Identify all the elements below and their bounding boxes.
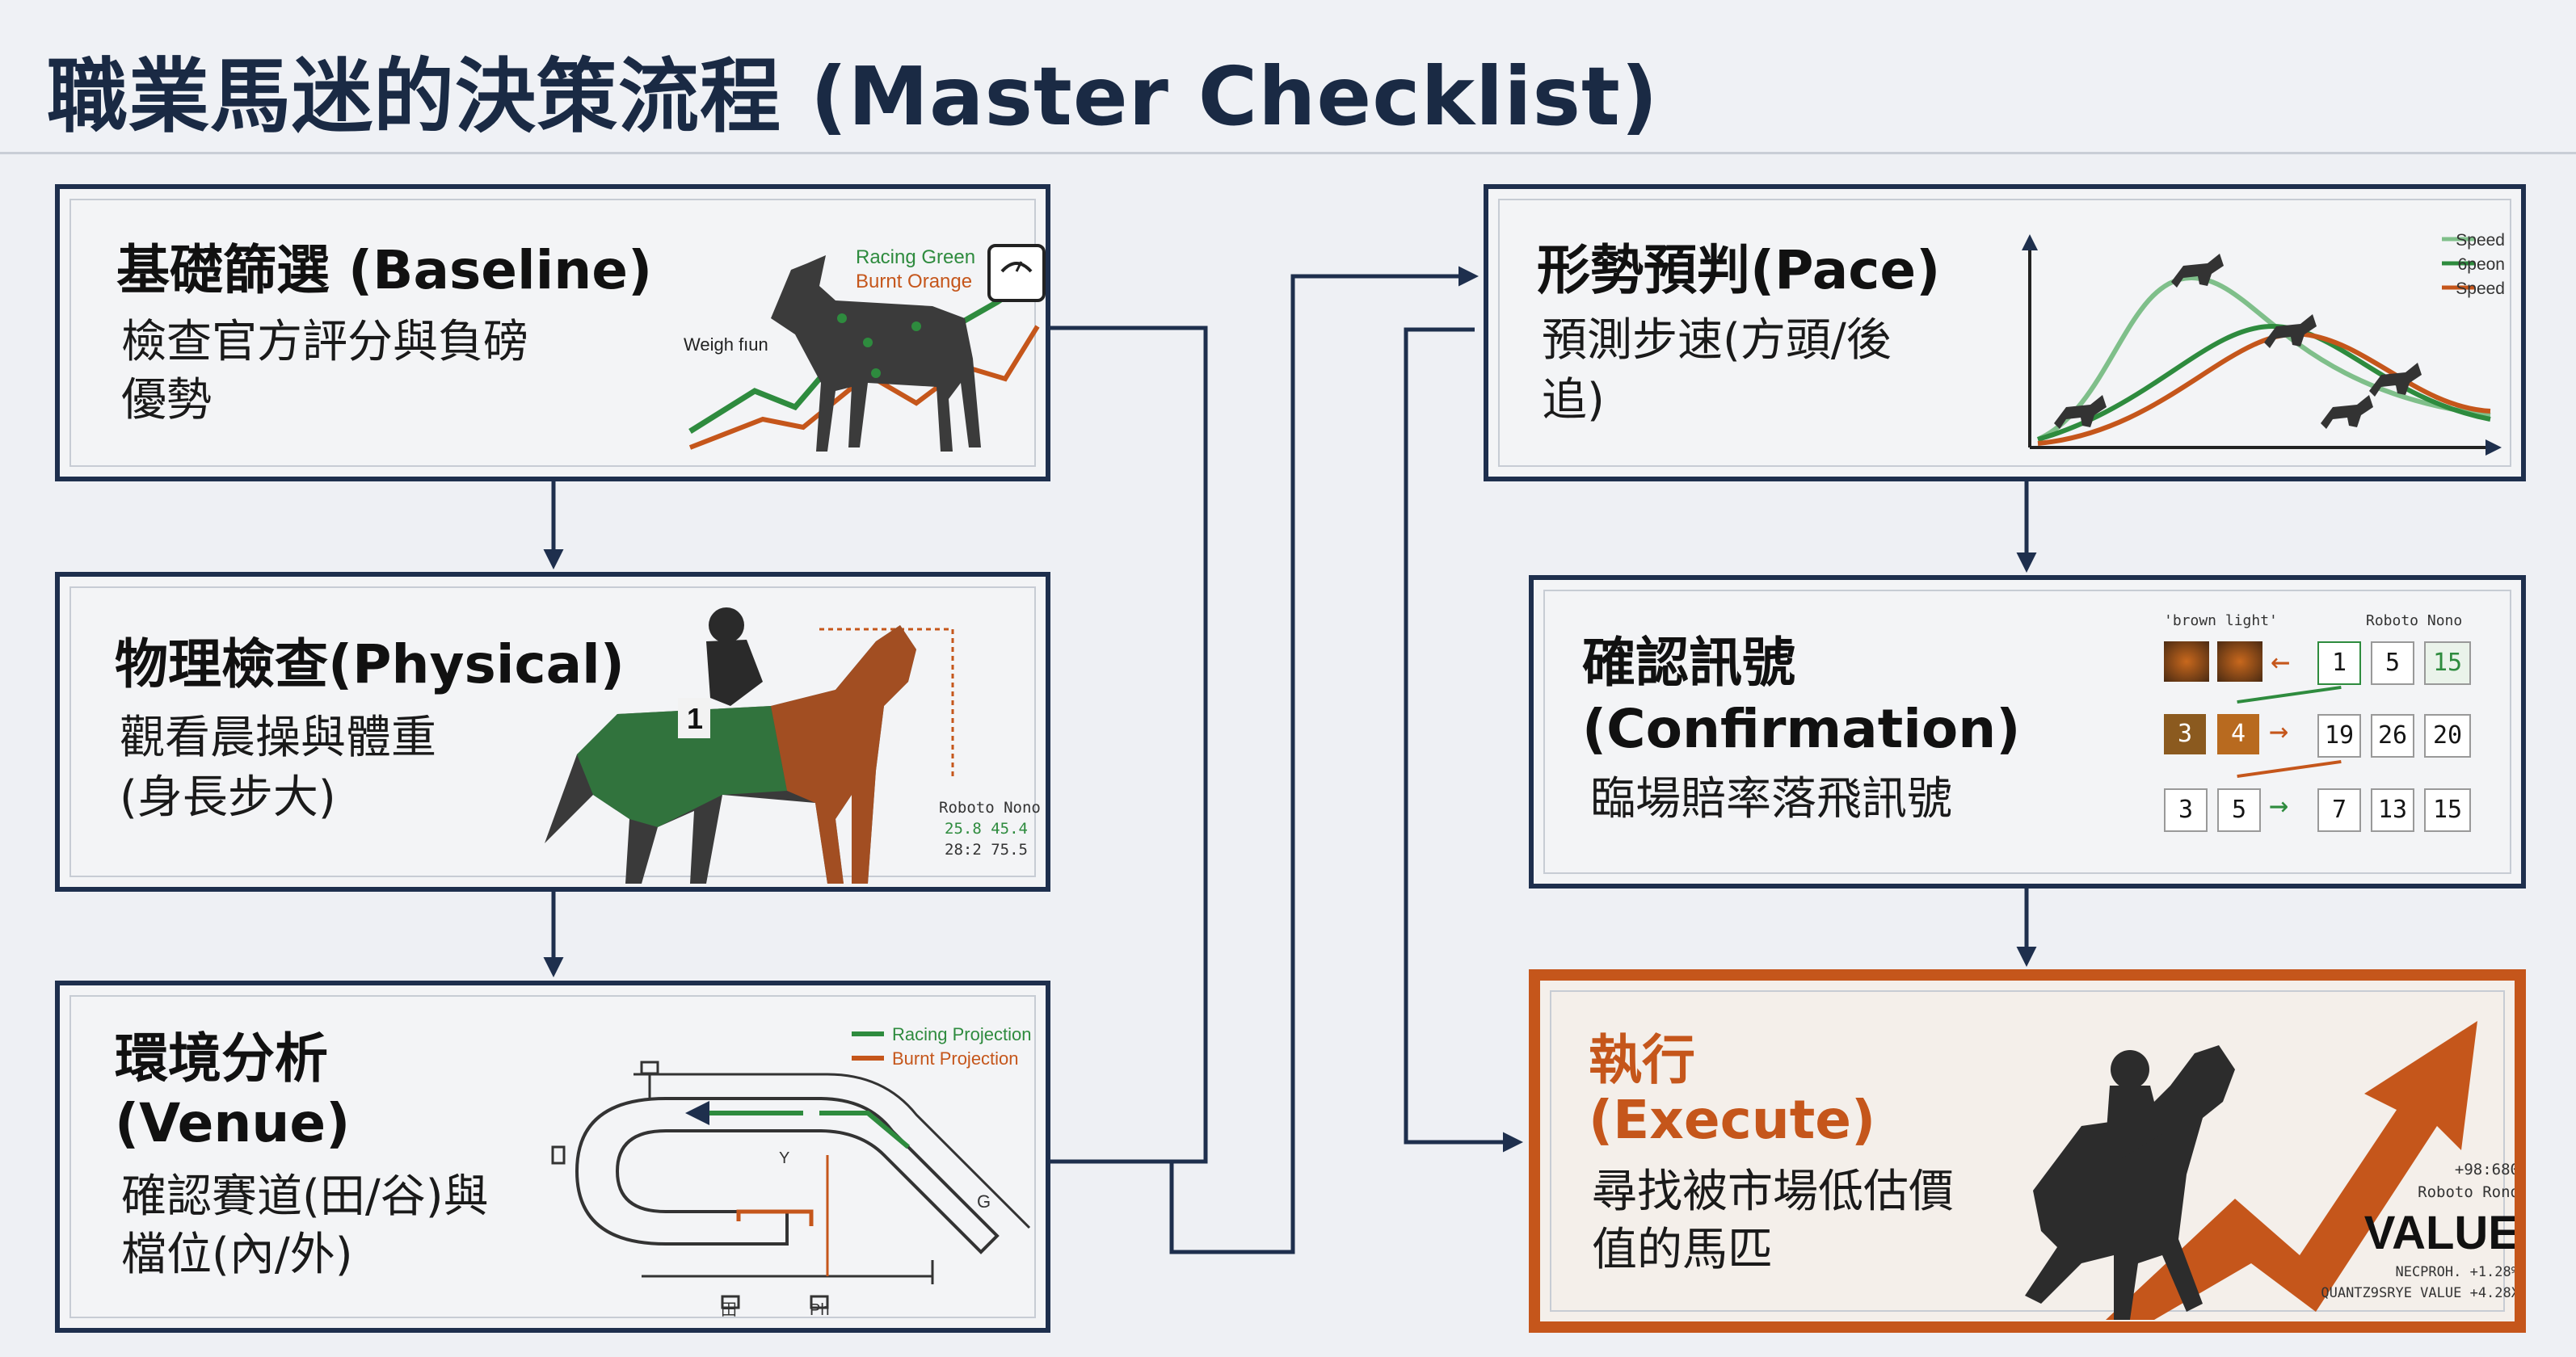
legend-racing-projection: Racing Projection bbox=[892, 1024, 1031, 1044]
card-title-line2: (Venue) bbox=[115, 1092, 351, 1154]
card-title-line1: 執行 bbox=[1589, 1029, 1695, 1091]
label-brown-light: 'brown light' bbox=[2164, 612, 2278, 629]
odds-cell-r2-3: 20 bbox=[2424, 714, 2471, 758]
value-label: VALUE bbox=[2364, 1207, 2519, 1259]
card-title-line1: 確認訊號 bbox=[1582, 632, 1795, 694]
legend-speed-3: Speed bbox=[2456, 279, 2505, 298]
legend-speed-2: 6peon bbox=[2458, 255, 2505, 274]
legend-racing-green: Racing Green bbox=[856, 246, 975, 268]
card-description-line2: 值的馬匹 bbox=[1592, 1224, 1773, 1276]
card-description-line1: 尋找被市場低估價 bbox=[1592, 1166, 1954, 1218]
legend-burnt-orange: Burnt Orange bbox=[856, 271, 972, 292]
racehorse-icons bbox=[2054, 254, 2422, 429]
arrow-right-icon: → bbox=[2269, 787, 2289, 824]
horse-silhouette bbox=[771, 255, 981, 452]
card-title-line2: (Execute) bbox=[1589, 1089, 1876, 1151]
arrow-left-icon: ← bbox=[2271, 643, 2291, 680]
odds-cell-r3-1: 7 bbox=[2317, 788, 2361, 832]
pace-chart-illustration: Speed 6peon Speed bbox=[2022, 231, 2505, 456]
card-title: 物理檢查(Physical) bbox=[115, 633, 625, 695]
jockey-silhouette bbox=[706, 607, 763, 706]
brown-light-1 bbox=[2164, 641, 2209, 682]
label-g: G bbox=[977, 1191, 991, 1212]
odds-signal-illustration: 'brown light' Roboto Nono ← 1 5 15 3 4 →… bbox=[2164, 612, 2519, 879]
connector-venue-to-pace bbox=[1169, 266, 1479, 1254]
stat-value-1: +98:680 bbox=[2455, 1161, 2519, 1178]
stat-line-b: QUANTZ9SRYE VALUE +4.28X bbox=[2321, 1285, 2519, 1301]
card-title-line1: 環境分析 bbox=[115, 1027, 328, 1090]
card-description-line1: 預測步速(方頭/後 bbox=[1542, 314, 1892, 367]
card-confirmation: 確認訊號 (Confirmation) 臨場賠率落飛訊號 'brown ligh… bbox=[1529, 575, 2526, 889]
card-description-line1: 臨場賠率落飛訊號 bbox=[1590, 773, 1952, 826]
mono-label: Roboto Nono bbox=[939, 799, 1041, 817]
execute-illustration: +98:680 Roboto Rono VALUE NECPROH. +1.28… bbox=[2025, 1021, 2519, 1320]
racehorse-silhouette bbox=[2025, 1045, 2235, 1320]
card-description-line2: 優勢 bbox=[121, 374, 212, 426]
weigh-label: Weigh fıun bbox=[684, 334, 768, 355]
card-title: 形勢預判(Pace) bbox=[1537, 239, 1941, 301]
badge-r2-2: 4 bbox=[2217, 714, 2259, 754]
odds-cell-r2-1: 19 bbox=[2317, 714, 2361, 758]
card-pace: 形勢預判(Pace) 預測步速(方頭/後 追) Speed 6peon Spee… bbox=[1484, 184, 2526, 481]
card-title-line2: (Confirmation) bbox=[1582, 698, 2021, 760]
label-y: Y bbox=[779, 1149, 789, 1167]
card-baseline: 基礎篩選 (Baseline) 檢查官方評分與負磅 優勢 Weigh fıun … bbox=[55, 184, 1050, 481]
odds-cell-r1-2: 5 bbox=[2371, 641, 2414, 685]
legend-speed-1: Speed bbox=[2456, 231, 2505, 250]
baseline-illustration: Weigh fıun Racing Green Burnt Orange bbox=[684, 244, 1046, 452]
card-description-line2: 追) bbox=[1542, 374, 1605, 426]
mono-label: Roboto Rono bbox=[2418, 1183, 2519, 1201]
card-venue: 環境分析 (Venue) 確認賽道(田/谷)與 檔位(內/外) Racing P… bbox=[55, 981, 1050, 1333]
track-illustration: Racing Projection Burnt Projection Y G 田… bbox=[551, 1024, 1031, 1317]
cell-r3-a: 3 bbox=[2164, 788, 2208, 832]
stat-line-a: NECPROH. +1.28% bbox=[2395, 1264, 2519, 1280]
odds-cell-r1-3: 15 bbox=[2424, 641, 2471, 685]
card-execute: 執行 (Execute) 尋找被市場低估價 值的馬匹 +98:680 Robot… bbox=[1529, 969, 2526, 1333]
card-title: 基礎篩選 (Baseline) bbox=[116, 239, 653, 301]
card-description-line1: 觀看晨操與體重 bbox=[120, 712, 436, 764]
card-description-line2: (身長步大) bbox=[120, 771, 336, 824]
brown-light-2 bbox=[2217, 641, 2262, 682]
header-bar: 職業馬迷的決策流程 (Master Checklist) bbox=[0, 0, 2576, 154]
odds-cell-r2-2: 26 bbox=[2371, 714, 2414, 758]
stat-row-1: 25.8 45.4 bbox=[945, 820, 1028, 838]
green-link bbox=[2237, 685, 2342, 704]
arrow-right-icon: → bbox=[2269, 712, 2289, 750]
physical-illustration: 1 Roboto Nono 25.8 45.4 28:2 75.5 bbox=[545, 607, 1041, 884]
odds-cell-r1-1: 1 bbox=[2317, 641, 2361, 685]
card-physical: 物理檢查(Physical) 觀看晨操與體重 (身長步大) 1 Roboto N… bbox=[55, 572, 1050, 892]
card-description-line1: 檢查官方評分與負磅 bbox=[121, 316, 528, 368]
card-description-line1: 確認賽道(田/谷)與 bbox=[121, 1170, 489, 1223]
orange-link bbox=[2237, 759, 2342, 779]
page-title: 職業馬迷的決策流程 (Master Checklist) bbox=[47, 49, 1659, 144]
label-tian: 田 bbox=[721, 1300, 737, 1317]
cell-r3-b: 5 bbox=[2217, 788, 2261, 832]
saddle-number: 1 bbox=[687, 702, 703, 735]
odds-cell-r3-3: 15 bbox=[2424, 788, 2471, 832]
card-description-line2: 檔位(內/外) bbox=[121, 1229, 353, 1281]
connector-to-execute bbox=[1404, 327, 1523, 1153]
label-roboto-nono: Roboto Nono bbox=[2366, 612, 2463, 629]
connector-baseline-to-pace bbox=[1050, 326, 1208, 1164]
stat-row-2: 28:2 75.5 bbox=[945, 841, 1028, 859]
label-ph: Ph bbox=[810, 1301, 829, 1317]
odds-cell-r3-2: 13 bbox=[2371, 788, 2414, 832]
legend-burnt-projection: Burnt Projection bbox=[892, 1048, 1019, 1069]
badge-r2-1: 3 bbox=[2164, 714, 2206, 754]
scale-icon bbox=[987, 244, 1046, 302]
